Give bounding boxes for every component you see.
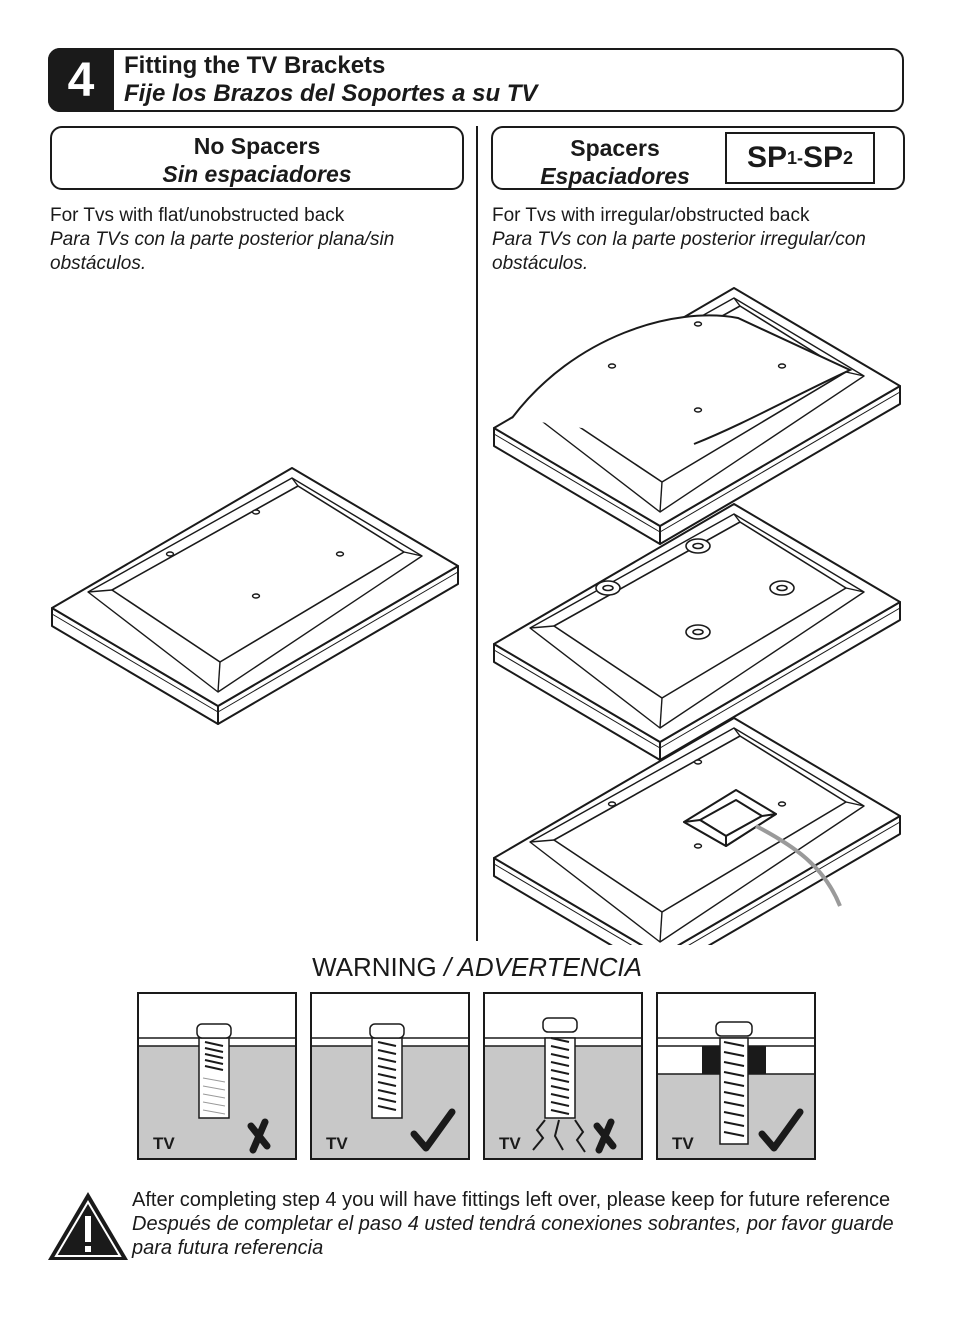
step-title-en: Fitting the TV Brackets bbox=[124, 52, 386, 79]
check-mark-icon bbox=[410, 1108, 456, 1152]
no-spacers-title-es: Sin espaciadores bbox=[162, 161, 352, 187]
spacers-title-es: Espaciadores bbox=[540, 163, 690, 189]
screw-correct-diagram bbox=[312, 1023, 468, 1158]
panel-tv-label: TV bbox=[672, 1134, 694, 1153]
screw-panel-correct: TV bbox=[310, 992, 470, 1160]
panel-tv-label: TV bbox=[326, 1134, 348, 1153]
spacers-description: For Tvs with irregular/obstructed back P… bbox=[492, 204, 912, 276]
step-number: 4 bbox=[48, 48, 114, 112]
cross-mark-icon bbox=[247, 1118, 271, 1154]
no-spacers-header: No Spacers Sin espaciadores bbox=[50, 126, 464, 190]
no-spacers-title-en: No Spacers bbox=[193, 133, 321, 159]
screw-panel-too-short: TV bbox=[137, 992, 297, 1160]
screw-panel-too-long: TV bbox=[483, 992, 643, 1160]
spacers-desc-es: Para TVs con la parte posterior irregula… bbox=[492, 229, 866, 274]
warning-title-en: WARNING bbox=[312, 952, 437, 982]
screw-spacer-diagram bbox=[658, 1021, 814, 1158]
note-text-en: After completing step 4 you will have fi… bbox=[132, 1189, 891, 1211]
screw-panel-spacer-correct: TV bbox=[656, 992, 816, 1160]
warning-title-es: / ADVERTENCIA bbox=[444, 952, 642, 982]
spacers-title-en: Spacers bbox=[570, 135, 660, 161]
screw-short-diagram bbox=[139, 1023, 295, 1158]
warning-triangle-icon bbox=[48, 1192, 128, 1260]
panel-tv-label: TV bbox=[499, 1134, 521, 1153]
sp-part-a: SP bbox=[746, 141, 787, 174]
spacers-desc-en: For Tvs with irregular/obstructed back bbox=[492, 205, 810, 226]
tv-obstructed-back bbox=[493, 717, 901, 945]
check-mark-icon bbox=[758, 1108, 804, 1152]
no-spacers-desc-es: Para TVs con la parte posterior plana/si… bbox=[50, 229, 395, 274]
step-title-es: Fije los Brazos del Soportes a su TV bbox=[124, 80, 538, 107]
sp-part-b-num: 2 bbox=[843, 147, 854, 168]
spacers-title: Spacers Espaciadores bbox=[520, 130, 710, 190]
spacers-header bbox=[491, 126, 905, 190]
screw-long-diagram bbox=[485, 1017, 641, 1158]
sp-dash: - bbox=[797, 147, 803, 168]
sp-part-b: SP bbox=[803, 141, 844, 174]
tv-with-spacers bbox=[493, 503, 901, 761]
sp-part-a-num: 1 bbox=[786, 147, 797, 168]
tv-curved-back bbox=[493, 287, 901, 545]
column-divider bbox=[476, 126, 478, 941]
leftover-fittings-note: After completing step 4 you will have fi… bbox=[132, 1188, 922, 1260]
note-text-es: Después de completar el paso 4 usted ten… bbox=[132, 1213, 894, 1259]
no-spacers-desc-en: For Tvs with flat/unobstructed back bbox=[50, 205, 345, 226]
warning-title: WARNING / ADVERTENCIA bbox=[0, 952, 954, 983]
tv-illustrations bbox=[51, 287, 901, 945]
no-spacers-description: For Tvs with flat/unobstructed back Para… bbox=[50, 204, 460, 276]
panel-tv-label: TV bbox=[153, 1134, 175, 1153]
cross-mark-icon bbox=[593, 1118, 617, 1154]
tv-flat-back bbox=[51, 467, 459, 725]
